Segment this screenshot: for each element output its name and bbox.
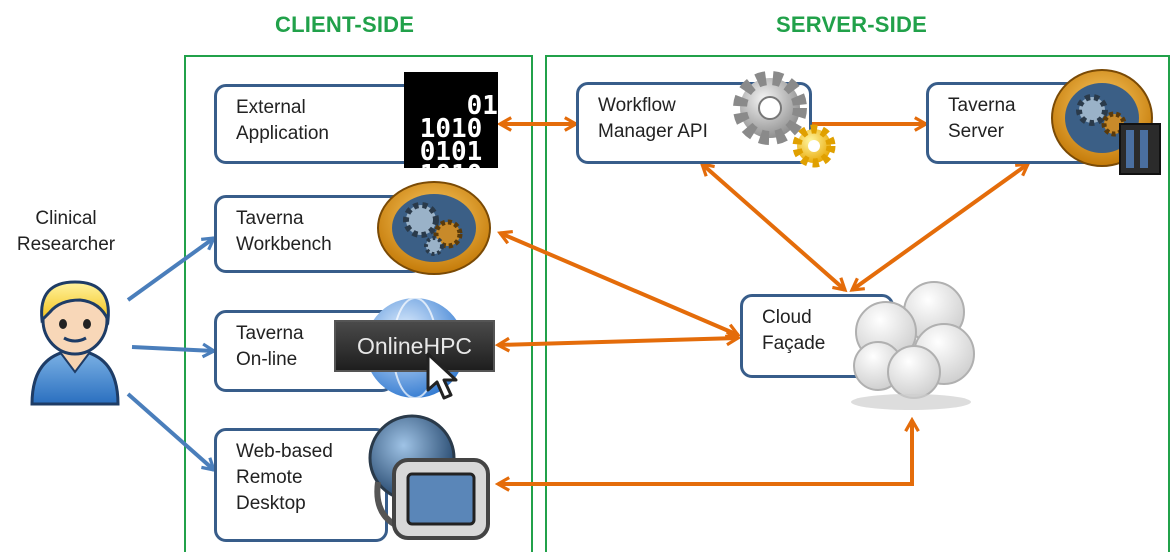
arrow-online-cloud bbox=[494, 330, 742, 353]
client-side-title: CLIENT-SIDE bbox=[275, 12, 415, 37]
taverna-workbench-line1: Taverna bbox=[236, 208, 304, 229]
researcher-label: Clinical Researcher bbox=[6, 206, 126, 258]
arrow-researcher-workbench bbox=[126, 236, 217, 302]
cursor-icon bbox=[426, 352, 458, 400]
arrow-remote-cloud bbox=[494, 416, 920, 492]
remote-desktop-line1: Web-based bbox=[236, 441, 333, 462]
arrow-wfm-cloud bbox=[699, 161, 848, 293]
external-application-line2: Application bbox=[236, 123, 329, 144]
cloud-facade-line1: Cloud bbox=[762, 307, 812, 328]
taverna-server-line2: Server bbox=[948, 121, 1004, 142]
binary-icon-digits: 0101 1010 0101 1010 bbox=[419, 91, 498, 168]
external-application-node: External Application bbox=[214, 84, 424, 164]
taverna-online-line2: On-line bbox=[236, 349, 298, 370]
remote-desktop-icon bbox=[368, 414, 490, 540]
binary-icon: 0101 1010 0101 1010 bbox=[404, 72, 498, 168]
arrow-workbench-cloud bbox=[497, 229, 741, 339]
gear-icon bbox=[733, 71, 836, 168]
external-application-line1: External bbox=[236, 97, 306, 118]
server-side-title: SERVER-SIDE bbox=[776, 12, 927, 37]
arrow-researcher-online bbox=[131, 342, 218, 359]
researcher-label-line1: Clinical bbox=[35, 208, 97, 229]
taverna-gears-icon bbox=[377, 181, 491, 275]
taverna-server-icon bbox=[1051, 69, 1161, 175]
onlinehpc-badge-text: OnlineHPC bbox=[356, 333, 473, 359]
workflow-manager-line1: Workflow bbox=[598, 95, 676, 116]
taverna-server-line1: Taverna bbox=[948, 95, 1016, 116]
remote-desktop-line2: Remote bbox=[236, 467, 303, 488]
arrow-researcher-remote bbox=[126, 392, 217, 473]
taverna-online-line1: Taverna bbox=[236, 323, 304, 344]
workflow-manager-line2: Manager API bbox=[598, 121, 708, 142]
onlinehpc-badge: OnlineHPC bbox=[334, 320, 495, 372]
cloud-icon bbox=[851, 281, 975, 410]
remote-desktop-node: Web-based Remote Desktop bbox=[214, 428, 388, 542]
user-icon bbox=[30, 280, 120, 406]
taverna-workbench-line2: Workbench bbox=[236, 234, 332, 255]
researcher-label-line2: Researcher bbox=[16, 234, 116, 255]
remote-desktop-line3: Desktop bbox=[236, 493, 306, 514]
arrow-server-cloud bbox=[849, 162, 1031, 292]
cloud-facade-line2: Façade bbox=[762, 333, 826, 354]
